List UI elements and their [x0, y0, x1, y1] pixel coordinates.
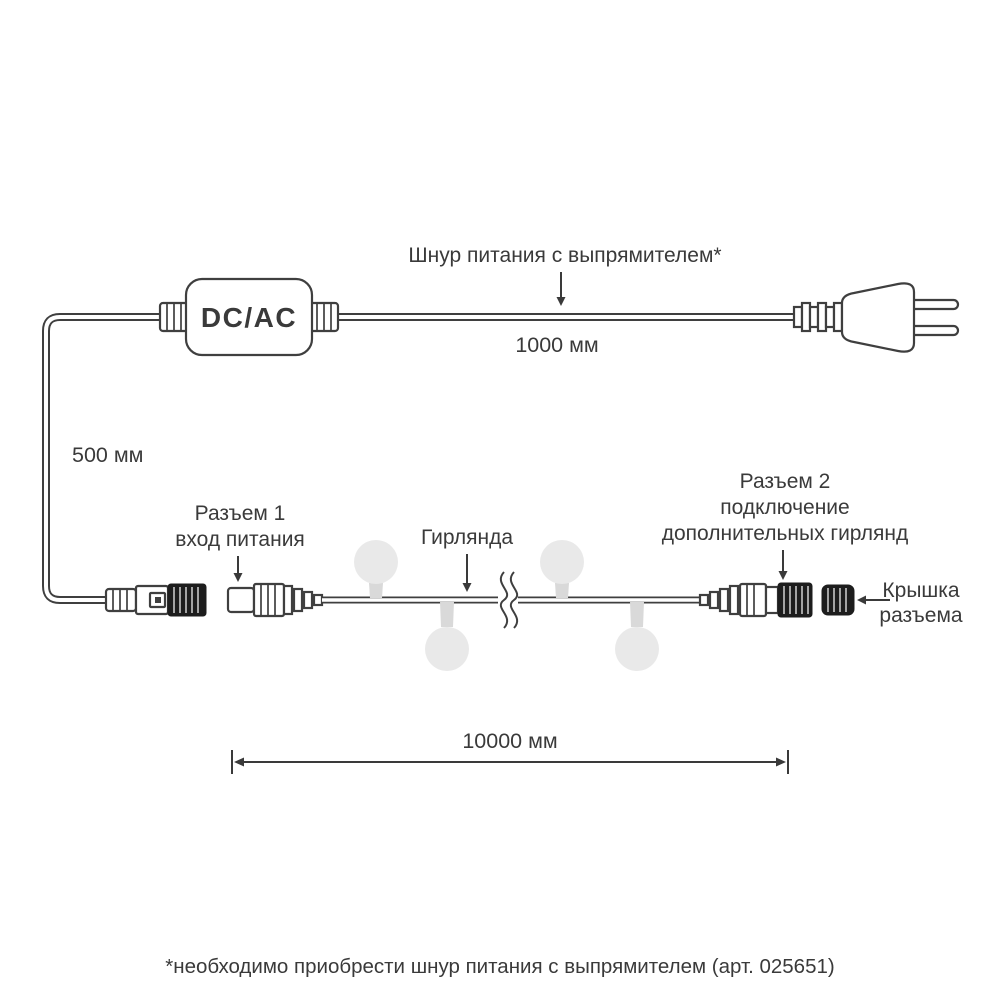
power-cord-annotation: Шнур питания с выпрямителем* 1000 мм — [408, 244, 721, 357]
bulb — [540, 540, 584, 584]
connector-2-annotation: Разъем 2 подключение дополнительных гирл… — [662, 470, 909, 580]
input-cable-length: 500 мм — [72, 443, 143, 467]
garland-dimension: 10000 мм — [231, 729, 789, 774]
dc-ac-adapter: DC/AC — [158, 277, 340, 357]
adapter-body — [184, 277, 314, 357]
bulb-socket — [369, 583, 383, 598]
connector1-nut — [167, 583, 207, 617]
cap-body — [821, 584, 855, 616]
garland-string — [322, 540, 700, 671]
connector1-label-line1: Разъем 1 — [195, 502, 286, 525]
connector2-label-line1: Разъем 2 — [740, 470, 831, 493]
adapter-label: DC/AC — [201, 302, 297, 333]
connector1-label-line2: вход питания — [175, 528, 305, 551]
connector-1-annotation: Разъем 1 вход питания — [175, 502, 305, 582]
bulb — [354, 540, 398, 584]
plug-prong-bottom — [908, 324, 960, 337]
connector2-body — [764, 585, 780, 615]
bulb — [425, 627, 469, 671]
plug-body — [840, 282, 916, 353]
bulb-socket — [440, 602, 454, 627]
cap-annotation: Крышка разъема — [857, 579, 963, 627]
garland-strain-relief — [282, 584, 294, 616]
garland-plug-tip — [226, 586, 256, 614]
connector2-strain-relief — [698, 593, 710, 607]
cap-label-line1: Крышка — [882, 579, 960, 602]
footnote: *необходимо приобрести шнур питания с вы… — [165, 955, 834, 978]
plug-strain-relief — [792, 305, 804, 329]
bulb — [615, 627, 659, 671]
connector2-label-line3: дополнительных гирлянд — [662, 522, 909, 545]
garland-length: 10000 мм — [462, 729, 557, 753]
plug-prong-top — [908, 298, 960, 311]
garland-label: Гирлянда — [421, 526, 513, 549]
connector2-label-line2: подключение — [720, 496, 849, 519]
garland-threaded-section — [252, 582, 286, 618]
input-cable — [42, 313, 162, 604]
garland-input-connector — [226, 582, 324, 618]
connector2-threaded-section — [738, 582, 768, 618]
connector-1-male — [104, 583, 207, 617]
bulb-socket — [555, 583, 569, 598]
connector2-nut — [777, 582, 813, 618]
connector-2 — [698, 582, 813, 618]
garland-annotation: Гирлянда — [421, 526, 513, 592]
connector1-pin — [155, 597, 161, 603]
connector1-boot — [104, 587, 138, 613]
power-cord-label: Шнур питания с выпрямителем* — [408, 244, 721, 267]
break-mark — [499, 571, 509, 629]
cap-label-line2: разъема — [879, 604, 963, 627]
connector-cap — [821, 584, 855, 616]
bulb-socket — [630, 602, 644, 627]
power-plug — [792, 282, 960, 353]
power-cord-length: 1000 мм — [515, 333, 598, 357]
